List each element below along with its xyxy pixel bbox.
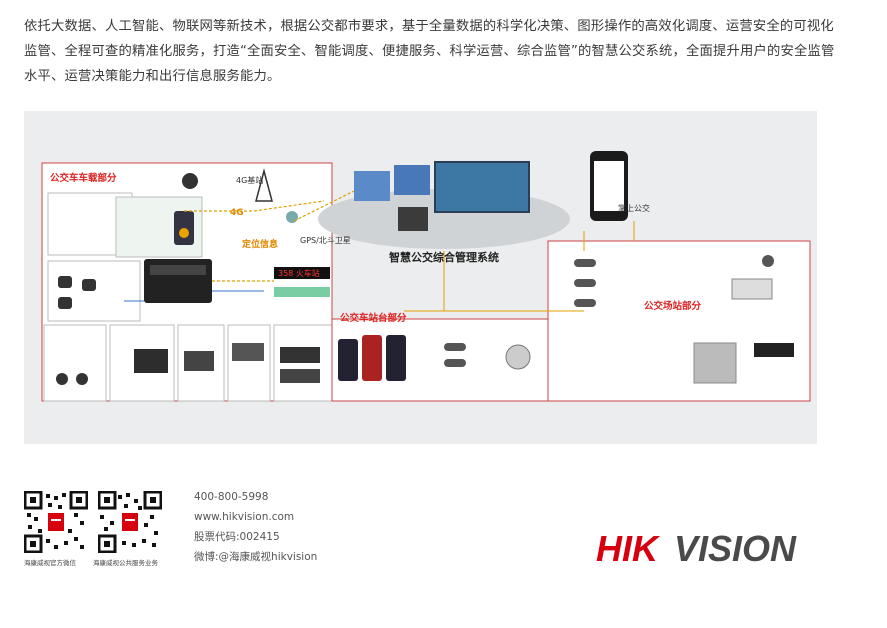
satellite-icon xyxy=(286,211,298,223)
vehicle-section-title: 公交车车载部分 xyxy=(50,172,117,184)
contact-block: 400-800-5998 www.hikvision.com 股票代码:0024… xyxy=(194,487,317,567)
svg-text:358 火车站: 358 火车站 xyxy=(278,268,320,278)
station-section-title: 公交车站台部分 xyxy=(340,312,407,324)
svg-text:VISION: VISION xyxy=(674,528,797,569)
yard-section-frame xyxy=(547,240,811,402)
contact-phone: 400-800-5998 xyxy=(194,491,269,503)
vehicle-panel-cam xyxy=(47,260,141,322)
qr-caption-official: 海康威视官方微信 xyxy=(24,559,76,567)
hikvision-logo: HIK VISION xyxy=(596,528,797,569)
system-diagram-graphic: 公交车车载部分 358 火车站 公交车站台部分 xyxy=(41,151,811,402)
svg-text:4G基站: 4G基站 xyxy=(236,175,263,185)
dome-camera xyxy=(182,173,198,189)
yard-section-title: 公交场站部分 xyxy=(644,300,702,312)
svg-text:掌上公交: 掌上公交 xyxy=(618,203,650,213)
svg-text:GPS/北斗卫星: GPS/北斗卫星 xyxy=(300,236,351,245)
svg-text:4G: 4G xyxy=(230,208,244,218)
contact-stock-code: 股票代码:002415 xyxy=(194,531,280,543)
vehicle-panel-a xyxy=(43,324,107,402)
qr-code-official-wechat xyxy=(24,491,88,553)
contact-website[interactable]: www.hikvision.com xyxy=(194,511,295,523)
contact-weibo[interactable]: 微博:@海康威视hikvision xyxy=(194,551,318,563)
smart-bus-system-diagram: 公交车车载部分 358 火车站 公交车站台部分 xyxy=(24,111,817,444)
qr-caption-public-service: 海康威视公共服务业务 xyxy=(93,559,158,567)
led-sign xyxy=(274,267,330,279)
vehicle-panel-d xyxy=(227,324,271,402)
svg-text:HIK: HIK xyxy=(596,528,661,569)
base-tower-icon xyxy=(255,168,273,202)
svg-text:定位信息: 定位信息 xyxy=(241,238,278,250)
intro-paragraph: 依托大数据、人工智能、物联网等新技术，根据公交都市要求，基于全量数据的科学化决策… xyxy=(24,19,835,84)
qr-code-public-service xyxy=(98,491,162,553)
